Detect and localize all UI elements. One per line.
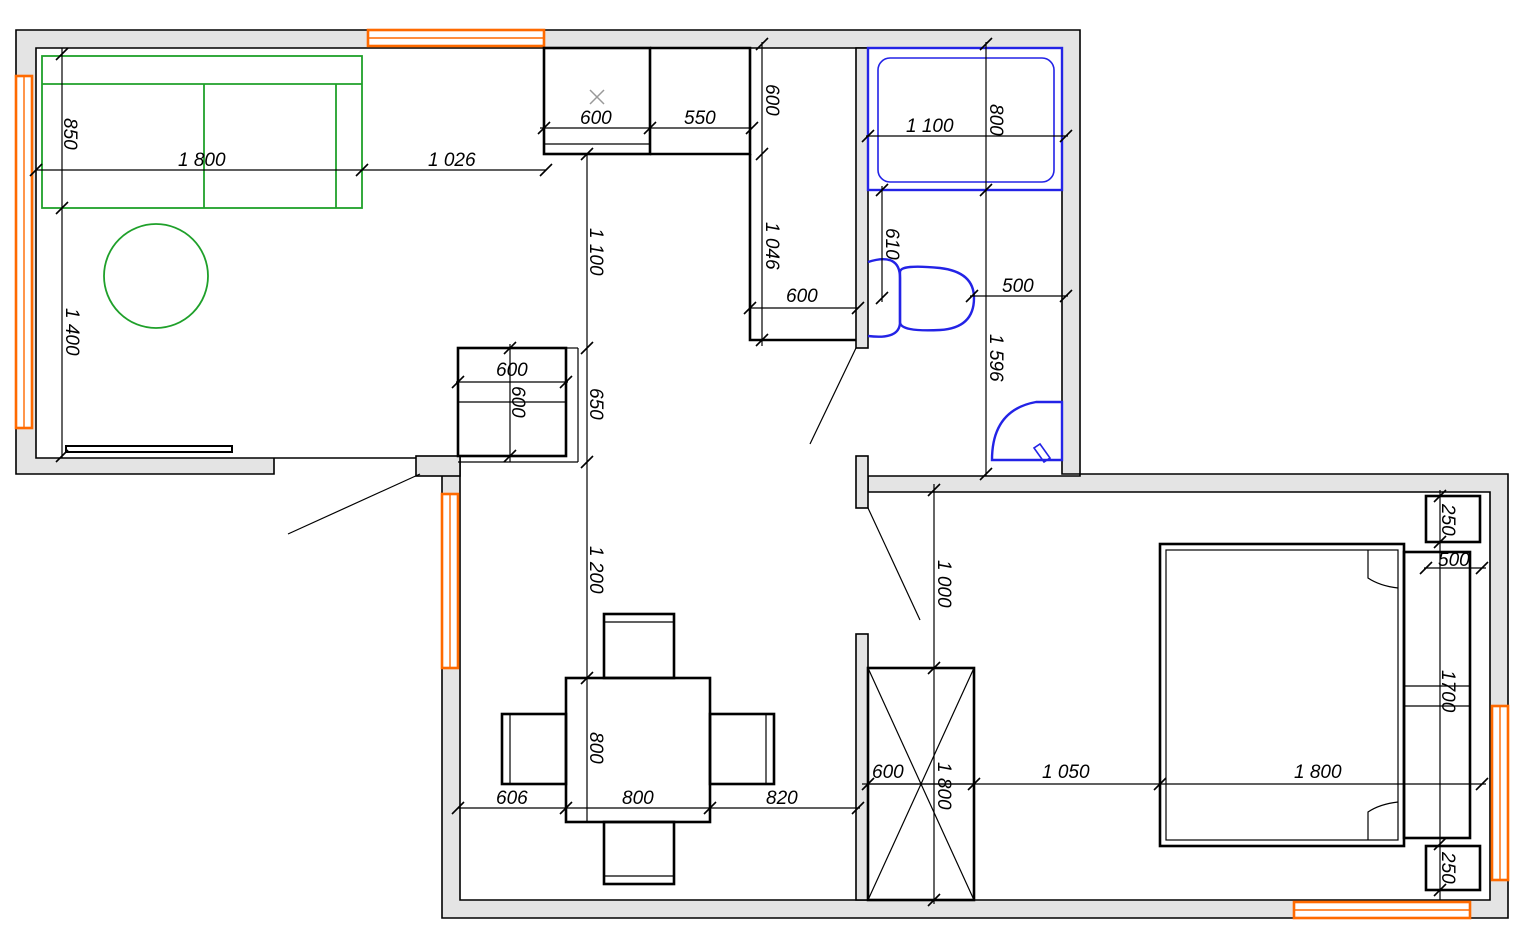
dim-living-depth: 1 400 bbox=[61, 308, 82, 356]
dimension-labels: 850 1 800 1 026 1 400 600 550 600 1 100 … bbox=[59, 84, 1470, 884]
dim-kitchen-return-width: 600 bbox=[786, 286, 818, 307]
doors bbox=[287, 347, 921, 621]
dim-nightstand-depth: 500 bbox=[1438, 550, 1470, 571]
dim-sofa-depth: 850 bbox=[59, 118, 80, 150]
dim-wardrobe-to-bed: 1 050 bbox=[1042, 762, 1090, 783]
entry-door bbox=[287, 473, 421, 535]
bedroom-door bbox=[867, 507, 921, 621]
dim-sofa-to-kitchen: 1 026 bbox=[428, 150, 476, 171]
dim-kitchen-counter-depth: 600 bbox=[761, 84, 782, 116]
dim-table-width: 800 bbox=[622, 788, 654, 809]
dim-fridge-width: 600 bbox=[496, 360, 528, 381]
dim-nightstand-top: 250 bbox=[1437, 503, 1458, 536]
bed bbox=[1158, 542, 1472, 848]
dim-bedroom-entry: 1 000 bbox=[933, 560, 954, 608]
round-coffee-table bbox=[103, 223, 209, 329]
dim-fridge-depth: 600 bbox=[507, 386, 528, 418]
bathtub bbox=[866, 46, 1064, 192]
dining-set bbox=[500, 612, 776, 886]
dim-kitchen-sink-width: 600 bbox=[580, 108, 612, 129]
dimension-lines bbox=[29, 37, 1489, 907]
kitchen-counters bbox=[542, 46, 856, 342]
sofa bbox=[41, 55, 363, 209]
dim-bed-length: 1 800 bbox=[1294, 762, 1342, 783]
dim-bathroom-length: 1 596 bbox=[985, 334, 1006, 382]
bath-partition bbox=[855, 47, 869, 349]
dim-bed-width: 1700 bbox=[1437, 670, 1458, 713]
dim-kitchen-depth-vertical: 1 100 bbox=[585, 228, 606, 276]
dim-wardrobe-length: 1 800 bbox=[933, 762, 954, 810]
dim-table-left-gap: 606 bbox=[496, 788, 528, 809]
dim-fridge-gap: 650 bbox=[585, 388, 606, 420]
hall-partition-top bbox=[855, 455, 869, 509]
dim-table-right-gap: 820 bbox=[766, 788, 798, 809]
windows bbox=[14, 28, 1510, 920]
dim-table-depth: 800 bbox=[585, 732, 606, 764]
dim-bath-depth: 800 bbox=[985, 104, 1006, 136]
bathroom-door bbox=[809, 347, 857, 445]
dim-wardrobe-depth: 600 bbox=[872, 762, 904, 783]
walls bbox=[15, 29, 1509, 919]
tv-stand bbox=[65, 445, 233, 453]
nightstand-bottom bbox=[1424, 844, 1482, 892]
dim-bath-width: 1 100 bbox=[906, 116, 954, 137]
dim-kitchen-side-length: 1 046 bbox=[761, 222, 782, 270]
dim-toilet-offset: 610 bbox=[881, 228, 902, 260]
toilet bbox=[867, 258, 976, 338]
bedroom-partition bbox=[855, 633, 869, 901]
dim-hall-to-table: 1 200 bbox=[585, 546, 606, 594]
dim-sofa-length: 1 800 bbox=[178, 150, 226, 171]
nightstand-top bbox=[1424, 494, 1482, 544]
washbasin bbox=[990, 400, 1064, 464]
dim-toilet-clearance: 500 bbox=[1002, 276, 1034, 297]
dim-kitchen-counter-width: 550 bbox=[684, 108, 716, 129]
dim-nightstand-bottom: 250 bbox=[1437, 851, 1458, 884]
entry-stub bbox=[415, 455, 461, 477]
fridge bbox=[456, 346, 579, 463]
